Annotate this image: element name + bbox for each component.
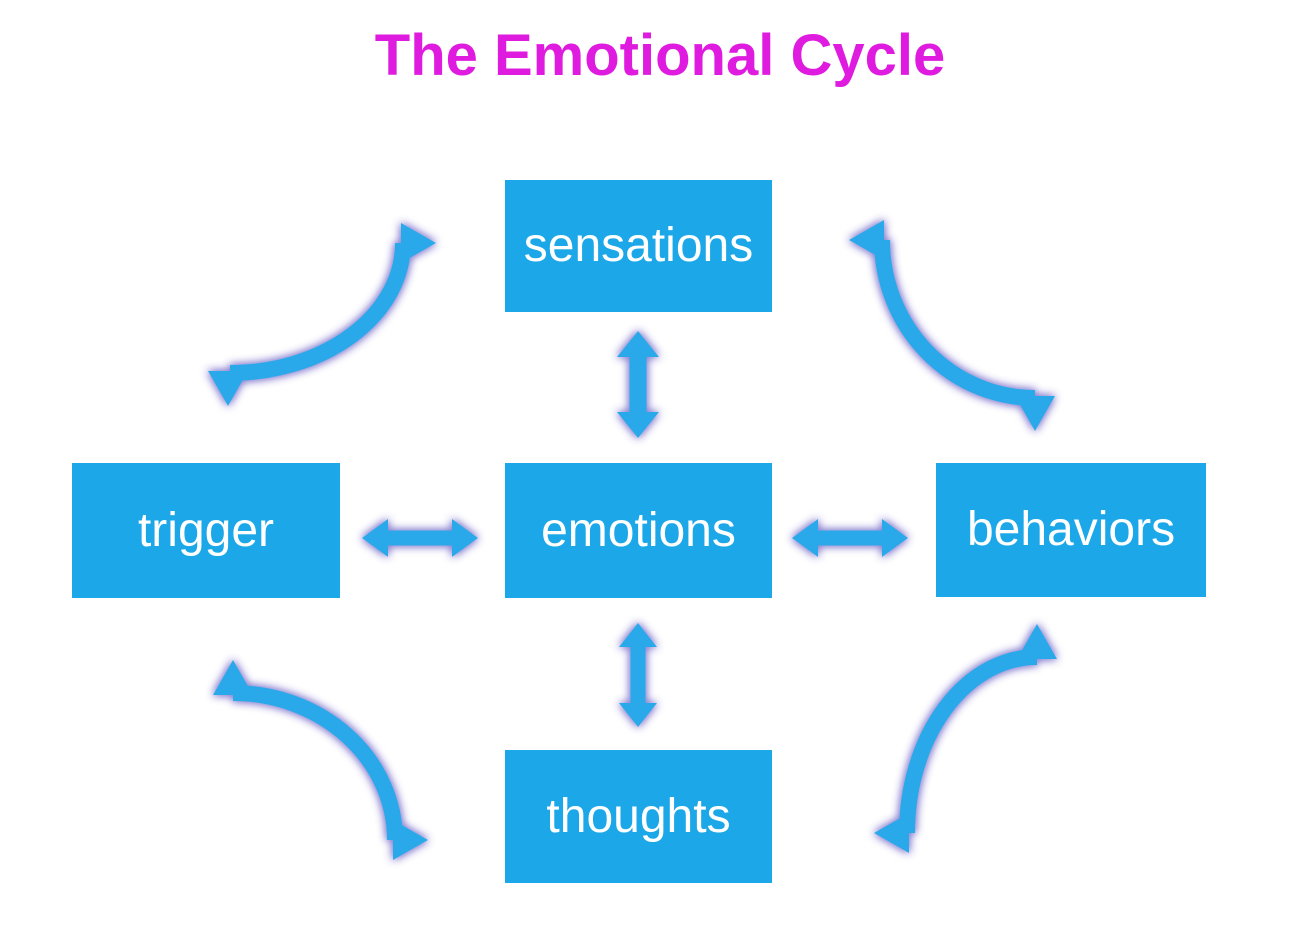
node-behaviors-label: behaviors	[966, 503, 1176, 556]
arrow-emotions-behaviors	[792, 519, 908, 557]
arrow-emotions-thoughts	[619, 623, 657, 727]
node-thoughts: thoughts	[505, 750, 772, 883]
node-trigger: trigger	[72, 463, 340, 598]
arrow-trigger-emotions	[362, 519, 478, 557]
node-trigger-label: trigger	[137, 503, 275, 557]
diagram-title: The Emotional Cycle	[374, 23, 946, 88]
node-behaviors: behaviors	[936, 463, 1206, 597]
node-emotions-label: emotions	[541, 503, 736, 557]
node-sensations: sensations	[505, 180, 772, 312]
node-emotions: emotions	[505, 463, 772, 598]
arrow-trigger-sensations	[208, 223, 436, 406]
node-sensations-label: sensations	[523, 219, 754, 272]
arrow-trigger-thoughts	[213, 660, 428, 860]
arrow-sensations-emotions	[617, 331, 659, 438]
node-thoughts-label: thoughts	[546, 789, 731, 843]
arrow-behaviors-thoughts	[874, 624, 1057, 853]
arrow-sensations-behaviors	[849, 220, 1055, 431]
